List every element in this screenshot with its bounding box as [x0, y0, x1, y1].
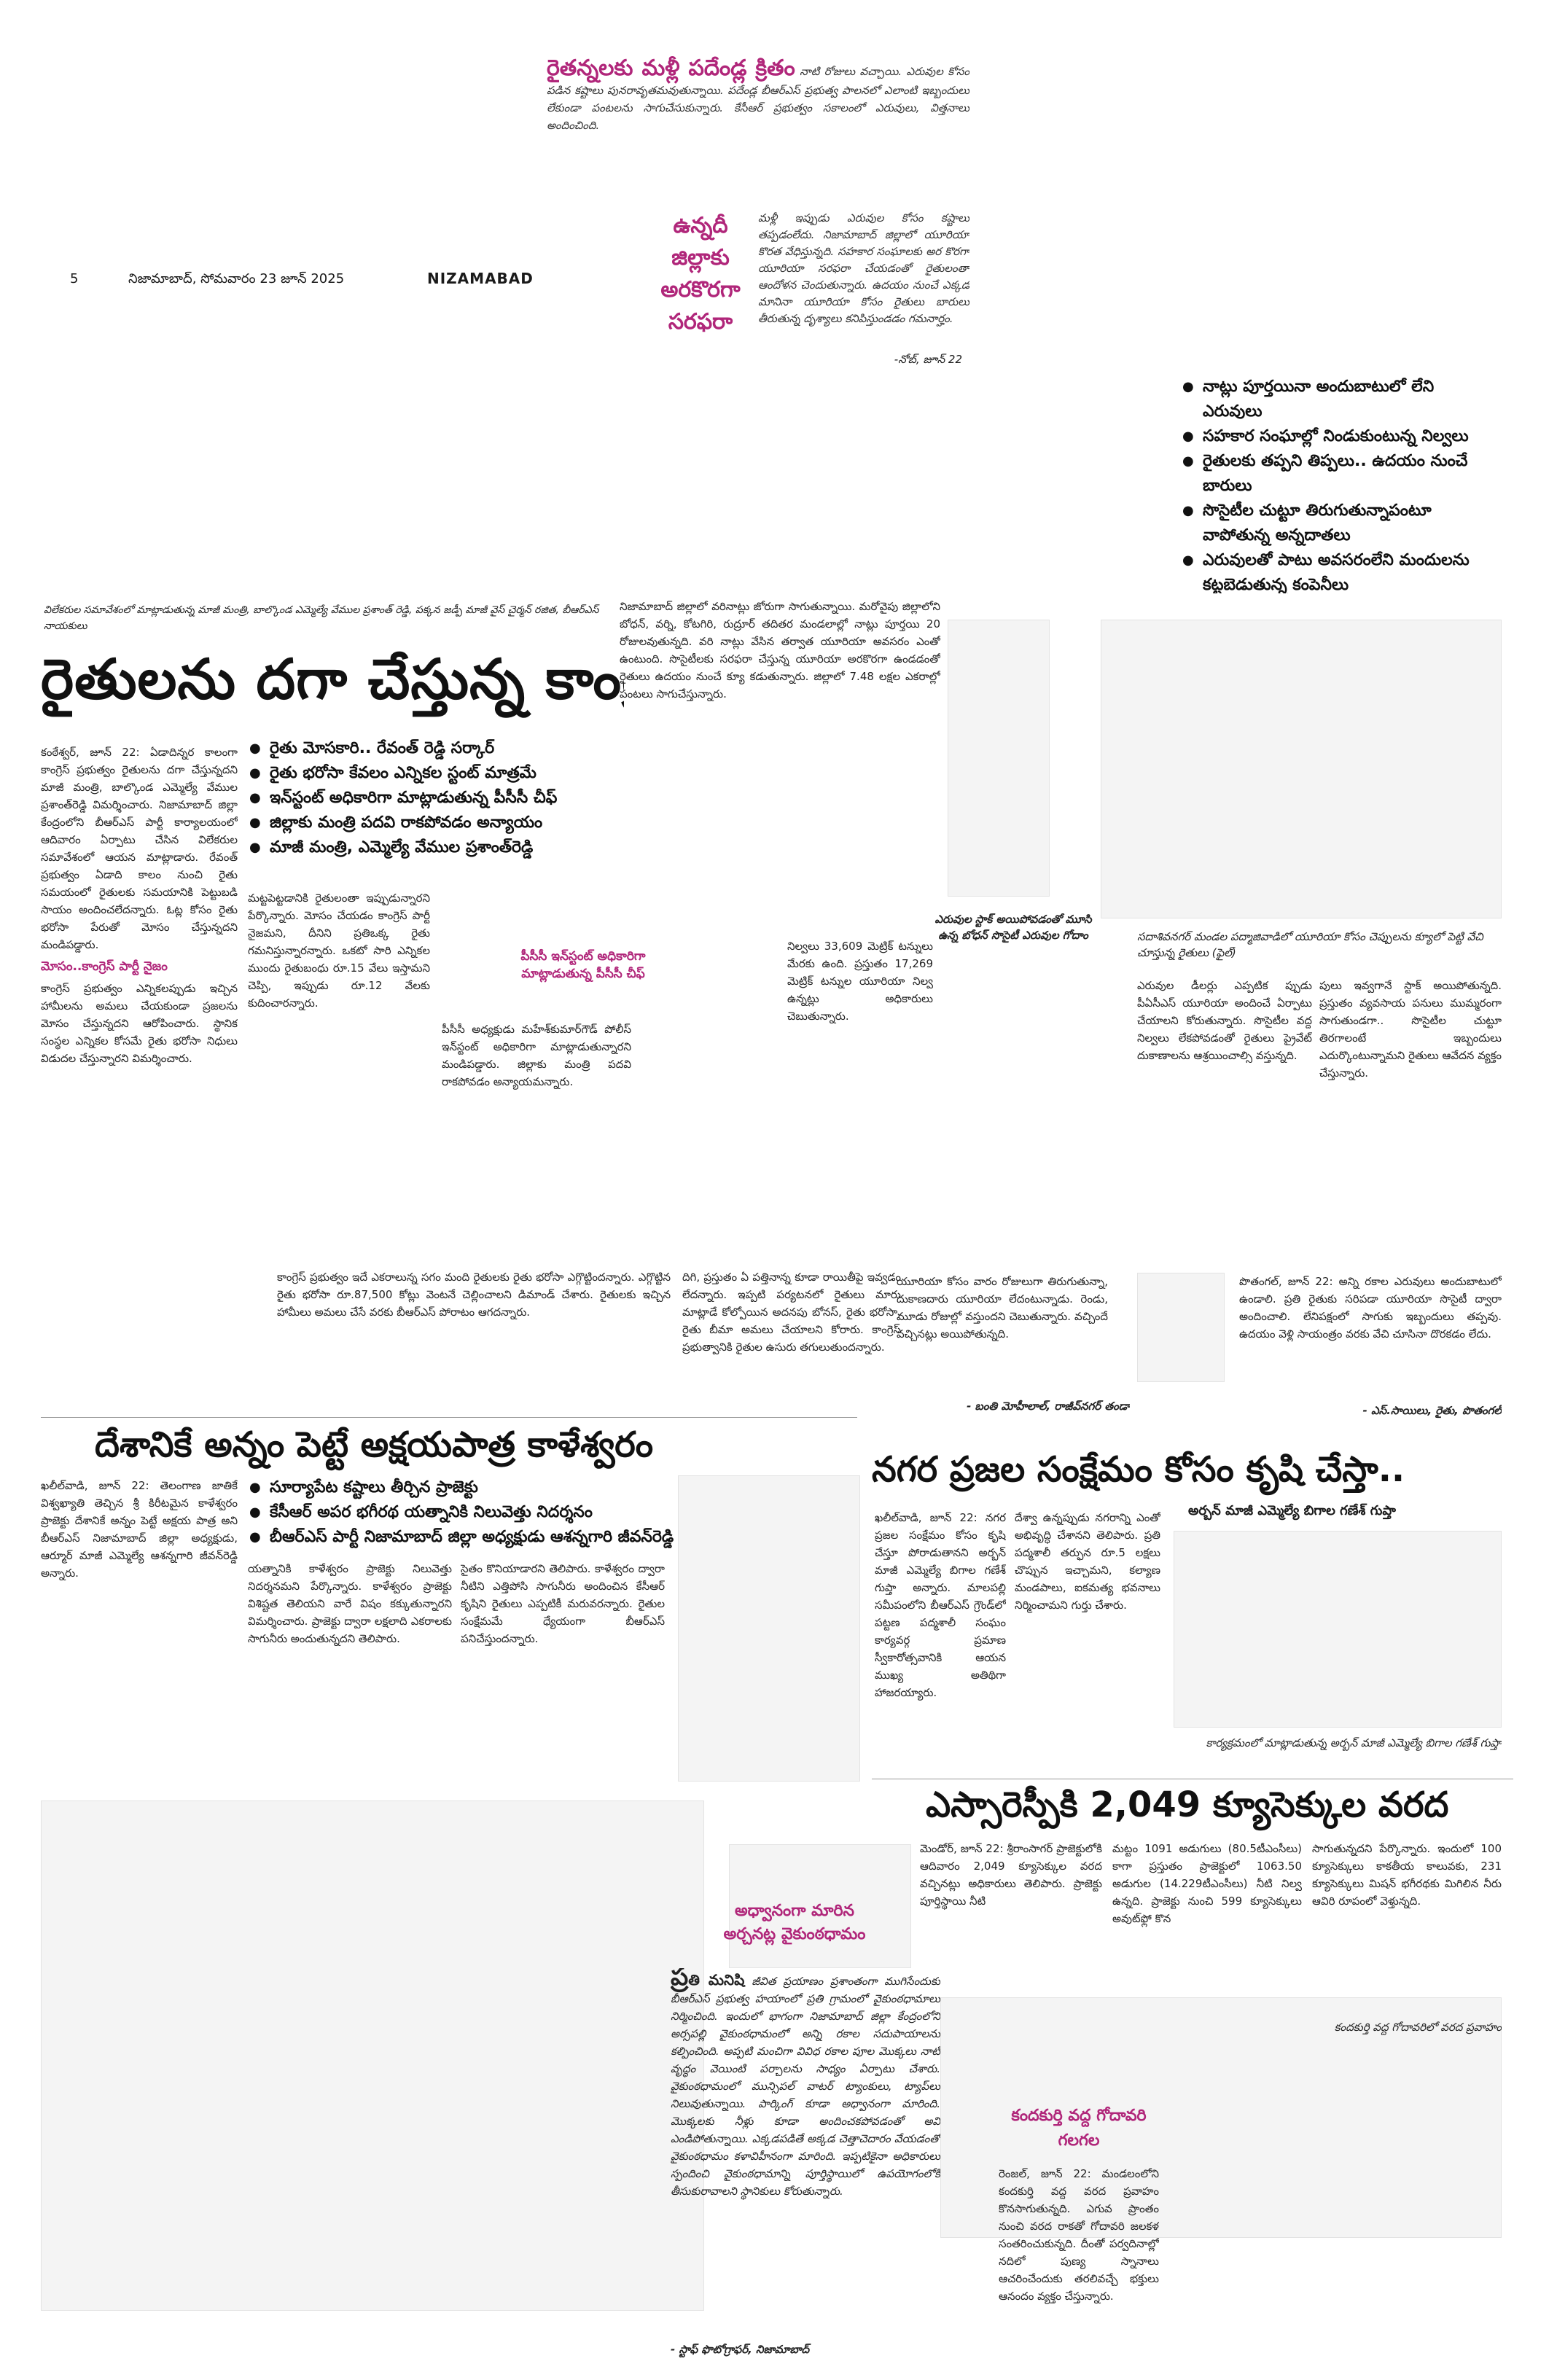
story1-headline: రైతులను దగా చేస్తున్న కాంగ్రెస్: [41, 647, 624, 711]
urea-body-b-text: పులు ఇవ్వగానే స్టాక్ అయిపోతున్నది. ప్రస్…: [1319, 979, 1502, 1080]
srsp-col1-text: మెండోర్, జూన్ 22: శ్రీరాంసాగర్ ప్రాజెక్ట…: [920, 1842, 1102, 1908]
urea-photo-caption: ఎరువుల స్టాక్ అయిపోవడంతో మూసి ఉన్న బోధన్…: [934, 913, 1092, 942]
srsp-col2: మట్టం 1091 అడుగులు (80.5టీఎంసీలు) కాగా ప…: [1112, 1840, 1302, 1993]
story1-col2-subhead: పీసీసీ ఇన్‌స్టంట్ అధికారిగా మాట్లాడుతున్…: [520, 949, 646, 981]
kaleshwaram-col1: ఖలీల్‌వాడి, జూన్ 22: తెలంగాణ జాతికే విశ్…: [41, 1477, 238, 1783]
photo-vaikunthadhamam-left: [41, 1800, 704, 2311]
story1-col3-text: నిజామాబాద్ జిల్లాలో వరినాట్లు జోరుగా సాగ…: [620, 600, 940, 701]
story1-jump-text: కాంగ్రెస్ ప్రభుత్వం ఇదే ఎకరాలున్న సగం మం…: [277, 1271, 671, 1319]
urea-caption-right: సదాశివనగర్ మండల పద్మాజివాడిలో యూరియా కోస…: [1137, 930, 1483, 959]
kaleshwaram-col1-text: ఖలీల్‌వాడి, జూన్ 22: తెలంగాణ జాతికే విశ్…: [41, 1479, 238, 1580]
statue-body: ప్రతి మనిషి జీవిత ప్రయాణం ప్రశాంతంగా ముగ…: [671, 1968, 940, 2340]
feature-body: మళ్లీ ఇప్పుడు ఎరువుల కోసం కష్టాలు తప్పడం…: [758, 211, 969, 325]
godavari-body-text: రెంజల్, జూన్ 22: మండలంలోని కందకుర్తి వద్…: [999, 2167, 1159, 2303]
photo-farmers-queue: [1101, 620, 1502, 918]
summary-bullet: రైతులకు తప్పని తిప్పలు.. ఉదయం నుంచే బారు…: [1181, 449, 1487, 499]
statue-credit: - స్టాఫ్ ఫొటోగ్రాఫర్, నిజామాబాద్: [671, 2343, 810, 2356]
masthead: 5 నిజామాబాద్, సోమవారం 23 జూన్ 2025 NIZAM…: [70, 268, 580, 294]
story1-bullet: జిల్లాకు మంత్రి పదవి రాకపోవడం అన్యాయం: [248, 811, 612, 835]
kaleshwaram-bullet: కేసీఆర్ అపర భగీరథ యత్నానికి నిలువెత్తు న…: [248, 1500, 685, 1525]
photo-closed-godown: [948, 620, 1050, 897]
kaleshwaram-bullets: సూర్యాపేట కష్టాలు తీర్చిన ప్రాజెక్టు కేస…: [248, 1475, 685, 1563]
feature-title: రైతన్నలకు మళ్లీ పదేండ్ల క్రితం: [547, 55, 795, 81]
urea-body-b: పులు ఇవ్వగానే స్టాక్ అయిపోతున్నది. ప్రస్…: [1319, 977, 1502, 1254]
srsp-col1: మెండోర్, జూన్ 22: శ్రీరాంసాగర్ ప్రాజెక్ట…: [920, 1840, 1102, 1993]
summary-bullet: ఎరువులతో పాటు అవసరంలేని మందులను కట్టబెడు…: [1181, 548, 1487, 593]
story1-bullet: మాజీ మంత్రి, ఎమ్మెల్యే వేముల ప్రశాంత్‌రె…: [248, 835, 612, 860]
photo-jeevan-reddy: [678, 1475, 860, 1782]
kaleshwaram-col3-text: సైతం కొనియాడారని తెలిపారు. కాళేశ్వరం ద్వ…: [461, 1562, 665, 1645]
page-number: 5: [70, 271, 79, 286]
story1-jump: కాంగ్రెస్ ప్రభుత్వం ఇదే ఎకరాలున్న సగం మం…: [277, 1268, 671, 1414]
story1-jump2: దిగి, ప్రస్తుతం ఏ పత్తినాన్న కూడా రాయితీ…: [682, 1268, 901, 1414]
story1-bullet: ఇన్‌స్టంట్ అధికారిగా మాట్లాడుతున్న పీసీస…: [248, 786, 612, 811]
story1-col1b-text: కాంగ్రెస్ ప్రభుత్వం ఎన్నికలప్పుడు ఇచ్చిన…: [41, 982, 238, 1065]
story1-kicker: విలేకరుల సమావేశంలో మాట్లాడుతున్న మాజీ మం…: [44, 604, 599, 632]
summary-bullets: నాట్లు పూర్తయినా అందుబాటులో లేని ఎరువులు…: [1181, 375, 1487, 593]
statue-headline: అధ్వానంగా మారిన అర్చనట్ల వైకుంఠధామం: [700, 1900, 889, 1958]
kaleshwaram-col3: సైతం కొనియాడారని తెలిపారు. కాళేశ్వరం ద్వ…: [461, 1560, 665, 1779]
story1-col2: మట్టపెట్టడానికి రైతులంతా ఇప్పుడున్నారని …: [248, 889, 430, 1268]
gupta-photo-caption: కార్యక్రమంలో మాట్లాడుతున్న అర్బన్ మాజీ ఎ…: [1206, 1736, 1502, 1749]
photo-farmer: [1137, 1273, 1225, 1382]
srsp-col2-text: మట్టం 1091 అడుగులు (80.5టీఎంసీలు) కాగా ప…: [1112, 1842, 1302, 1925]
kaleshwaram-col2-text: యత్నానికి కాళేశ్వరం ప్రాజెక్టు నిలువెత్త…: [248, 1562, 452, 1645]
story1-bullet: రైతు మోసకారి.. రేవంత్ రెడ్డి సర్కార్: [248, 736, 612, 761]
story1-col2b-text: పీసీసీ అధ్యక్షుడు మహేశ్‌కుమార్‌గౌడ్ పోలీ…: [442, 1023, 631, 1088]
kaleshwaram-col2: యత్నానికి కాళేశ్వరం ప్రాజెక్టు నిలువెత్త…: [248, 1560, 452, 1779]
story1-bullets: రైతు మోసకారి.. రేవంత్ రెడ్డి సర్కార్ రైత…: [248, 736, 612, 882]
kaleshwaram-bullet: బీఆర్ఎస్ పార్టీ నిజామాబాద్ జిల్లా అధ్యక్…: [248, 1525, 685, 1550]
farmer-credit-b: - ఎస్.సాయిలు, రైతు, పొతంగల్: [1362, 1404, 1502, 1417]
story1-bullet: రైతు భరోసా కేవలం ఎన్నికల స్టంట్ మాత్రమే: [248, 761, 612, 786]
gupta-col1: ఖలీల్‌వాడి, జూన్ 22: నగర ప్రజల సంక్షేమం …: [875, 1509, 1006, 1786]
photo-godavari: [940, 1997, 1502, 2238]
gupta-headline: నగర ప్రజల సంక్షేమం కోసం కృషి చేస్తా..: [872, 1449, 1405, 1490]
godavari-headline: కందకుర్తి వద్ద గోదావరి గలగల: [1011, 2107, 1147, 2150]
farmer-quote-a-text: యూరియా కోసం వారం రోజులుగా తిరుగుతున్నా, …: [897, 1275, 1108, 1341]
summary-bullet: నాట్లు పూర్తయినా అందుబాటులో లేని ఎరువులు: [1181, 375, 1487, 424]
divider: [41, 1417, 857, 1418]
photo-ganesh-gupta: [1174, 1531, 1502, 1728]
urea-body-a-text: ఎరువుల డీలర్లు ఎప్పటిక ప్పుడు పీఏసీఎస్ య…: [1137, 979, 1312, 1062]
story1-col2-text: మట్టపెట్టడానికి రైతులంతా ఇప్పుడున్నారని …: [248, 891, 430, 1010]
gupta-col2: దేశ్వా ఉన్నప్పుడు నగరాన్ని ఎంతో అభివృద్ధ…: [1015, 1509, 1160, 1786]
kaleshwaram-bullet: సూర్యాపేట కష్టాలు తీర్చిన ప్రాజెక్టు: [248, 1475, 685, 1500]
statue-dropcap: ప్ర: [671, 1968, 689, 1991]
feature-credit: -నోబ్, జూన్ 22: [894, 353, 962, 366]
story1-col3b: నిల్వలు 33,609 మెట్రిక్ టన్నులు మేరకు ఉం…: [787, 937, 933, 1127]
feature-side-title: ఉన్నదీ జిల్లాకు అరకొరగా సరఫరా: [660, 213, 741, 335]
srsp-col3: సాగుతున్నదని పేర్కొన్నారు. ఇందులో 100 క్…: [1312, 1840, 1502, 1993]
gupta-subhead: అర్బన్ మాజీ ఎమ్మెల్యే బిగాల గణేశ్ గుప్తా: [1188, 1503, 1396, 1518]
story1-col1: కంఠేశ్వర్, జూన్ 22: ఏడాదిన్నర కాలంగా కాం…: [41, 744, 238, 1268]
story1-col3: నిజామాబాద్ జిల్లాలో వరినాట్లు జోరుగా సాగ…: [620, 598, 940, 918]
dateline: నిజామాబాద్, సోమవారం 23 జూన్ 2025: [128, 271, 345, 286]
farmer-quote-a: యూరియా కోసం వారం రోజులుగా తిరుగుతున్నా, …: [897, 1273, 1108, 1397]
kaleshwaram-headline: దేశానికే అన్నం పెట్టే అక్షయపాత్ర కాళేశ్వ…: [95, 1424, 654, 1465]
farmer-quote-b-text: పొతంగల్, జూన్ 22: అన్ని రకాల ఎరువులు అంద…: [1239, 1275, 1502, 1341]
summary-bullet: సొసైటీల చుట్టూ తిరుగుతున్నాపంటూ వాపోతున్…: [1181, 499, 1487, 548]
srsp-headline: ఎస్సారెస్పీకి 2,049 క్యూసెక్కుల వరద: [926, 1784, 1449, 1825]
story1-jump2-text: దిగి, ప్రస్తుతం ఏ పత్తినాన్న కూడా రాయితీ…: [682, 1271, 901, 1354]
godavari-photo-caption: కందకుర్తి వద్ద గోదావరిలో వరద ప్రవాహం: [1334, 2021, 1502, 2034]
urea-body-a: ఎరువుల డీలర్లు ఎప్పటిక ప్పుడు పీఏసీఎస్ య…: [1137, 977, 1312, 1254]
feature-title-rest: నాటి రోజులు వచ్చాయి. ఎరువుల కోసం పడిన కష…: [547, 65, 969, 132]
story1-subhead: మోసం..కాంగ్రెస్ పార్టీ నైజం: [41, 959, 168, 974]
gupta-col2-text: దేశ్వా ఉన్నప్పుడు నగరాన్ని ఎంతో అభివృద్ధ…: [1015, 1511, 1160, 1612]
statue-headline-b: అర్చనట్ల వైకుంఠధామం: [723, 1925, 866, 1943]
summary-bullet: సహకార సంఘాల్లో నిండుకుంటున్న నిల్వలు: [1181, 424, 1487, 449]
statue-lead: తి మనిషి: [688, 1971, 745, 1989]
edition-label: NIZAMABAD: [427, 270, 534, 287]
godavari-body: రెంజల్, జూన్ 22: మండలంలోని కందకుర్తి వద్…: [999, 2165, 1159, 2362]
srsp-col3-text: సాగుతున్నదని పేర్కొన్నారు. ఇందులో 100 క్…: [1312, 1842, 1502, 1908]
story1-col3b-text: నిల్వలు 33,609 మెట్రిక్ టన్నులు మేరకు ఉం…: [787, 940, 933, 1023]
story1-col1-text: కంఠేశ్వర్, జూన్ 22: ఏడాదిన్నర కాలంగా కాం…: [41, 746, 238, 951]
farmer-quote-b: పొతంగల్, జూన్ 22: అన్ని రకాల ఎరువులు అంద…: [1239, 1273, 1502, 1397]
story1-col2b: పీసీసీ అధ్యక్షుడు మహేశ్‌కుమార్‌గౌడ్ పోలీ…: [442, 1021, 631, 1268]
photo-srsp-dam: [729, 1844, 911, 1968]
statue-body-text: జీవిత ప్రయాణం ప్రశాంతంగా ముగిసేందుకు బీఆ…: [671, 1975, 940, 2198]
farmer-credit-a: - బంతి మోహీలాల్, రాజీవ్‌నగర్ తండా: [967, 1400, 1130, 1413]
statue-headline-a: అధ్వానంగా మారిన: [735, 1902, 854, 1920]
feature-intro: రైతన్నలకు మళ్లీ పదేండ్ల క్రితం నాటి రోజు…: [547, 55, 969, 208]
gupta-col1-text: ఖలీల్‌వాడి, జూన్ 22: నగర ప్రజల సంక్షేమం …: [875, 1511, 1006, 1699]
